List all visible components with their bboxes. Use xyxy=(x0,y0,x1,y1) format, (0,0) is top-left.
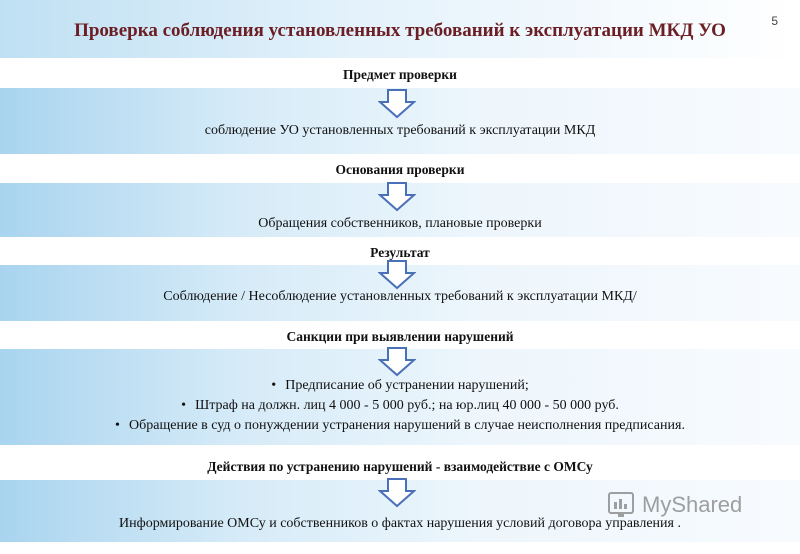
sanctions-list: •Предписание об устранении нарушений; •Ш… xyxy=(0,376,800,436)
section-content-subject: соблюдение УО установленных требований к… xyxy=(204,123,596,138)
bullet-icon: • xyxy=(115,418,120,433)
section-header-subject: Предмет проверки xyxy=(343,67,457,82)
list-item: •Предписание об устранении нарушений; xyxy=(0,376,800,396)
down-arrow-icon xyxy=(378,347,416,377)
page-number: 5 xyxy=(771,14,778,28)
section-header-sanctions: Санкции при выявлении нарушений xyxy=(286,329,514,344)
down-arrow-icon xyxy=(378,478,416,508)
list-item: •Штраф на должн. лиц 4 000 - 5 000 руб.;… xyxy=(0,396,800,416)
watermark: MyShared xyxy=(606,488,742,522)
down-arrow-icon xyxy=(378,260,416,290)
section-header-result: Результат xyxy=(370,245,430,260)
bullet-icon: • xyxy=(181,398,186,413)
bullet-icon: • xyxy=(271,378,277,393)
section-content-actions: Информирование ОМСу и собственников о фа… xyxy=(119,516,681,531)
section-header-actions: Действия по устранению нарушений - взаим… xyxy=(207,459,593,474)
page-title: Проверка соблюдения установленных требов… xyxy=(74,20,726,41)
watermark-text: MyShared xyxy=(642,492,743,517)
myshared-logo-icon xyxy=(608,492,634,517)
title-band xyxy=(0,0,800,58)
list-item: •Обращение в суд о понуждении устранения… xyxy=(0,416,800,436)
section-header-grounds: Основания проверки xyxy=(335,162,465,177)
section-content-grounds: Обращения собственников, плановые провер… xyxy=(258,216,542,231)
down-arrow-icon xyxy=(378,89,416,119)
section-content-result: Соблюдение / Несоблюдение установленных … xyxy=(163,289,637,304)
down-arrow-icon xyxy=(378,182,416,212)
